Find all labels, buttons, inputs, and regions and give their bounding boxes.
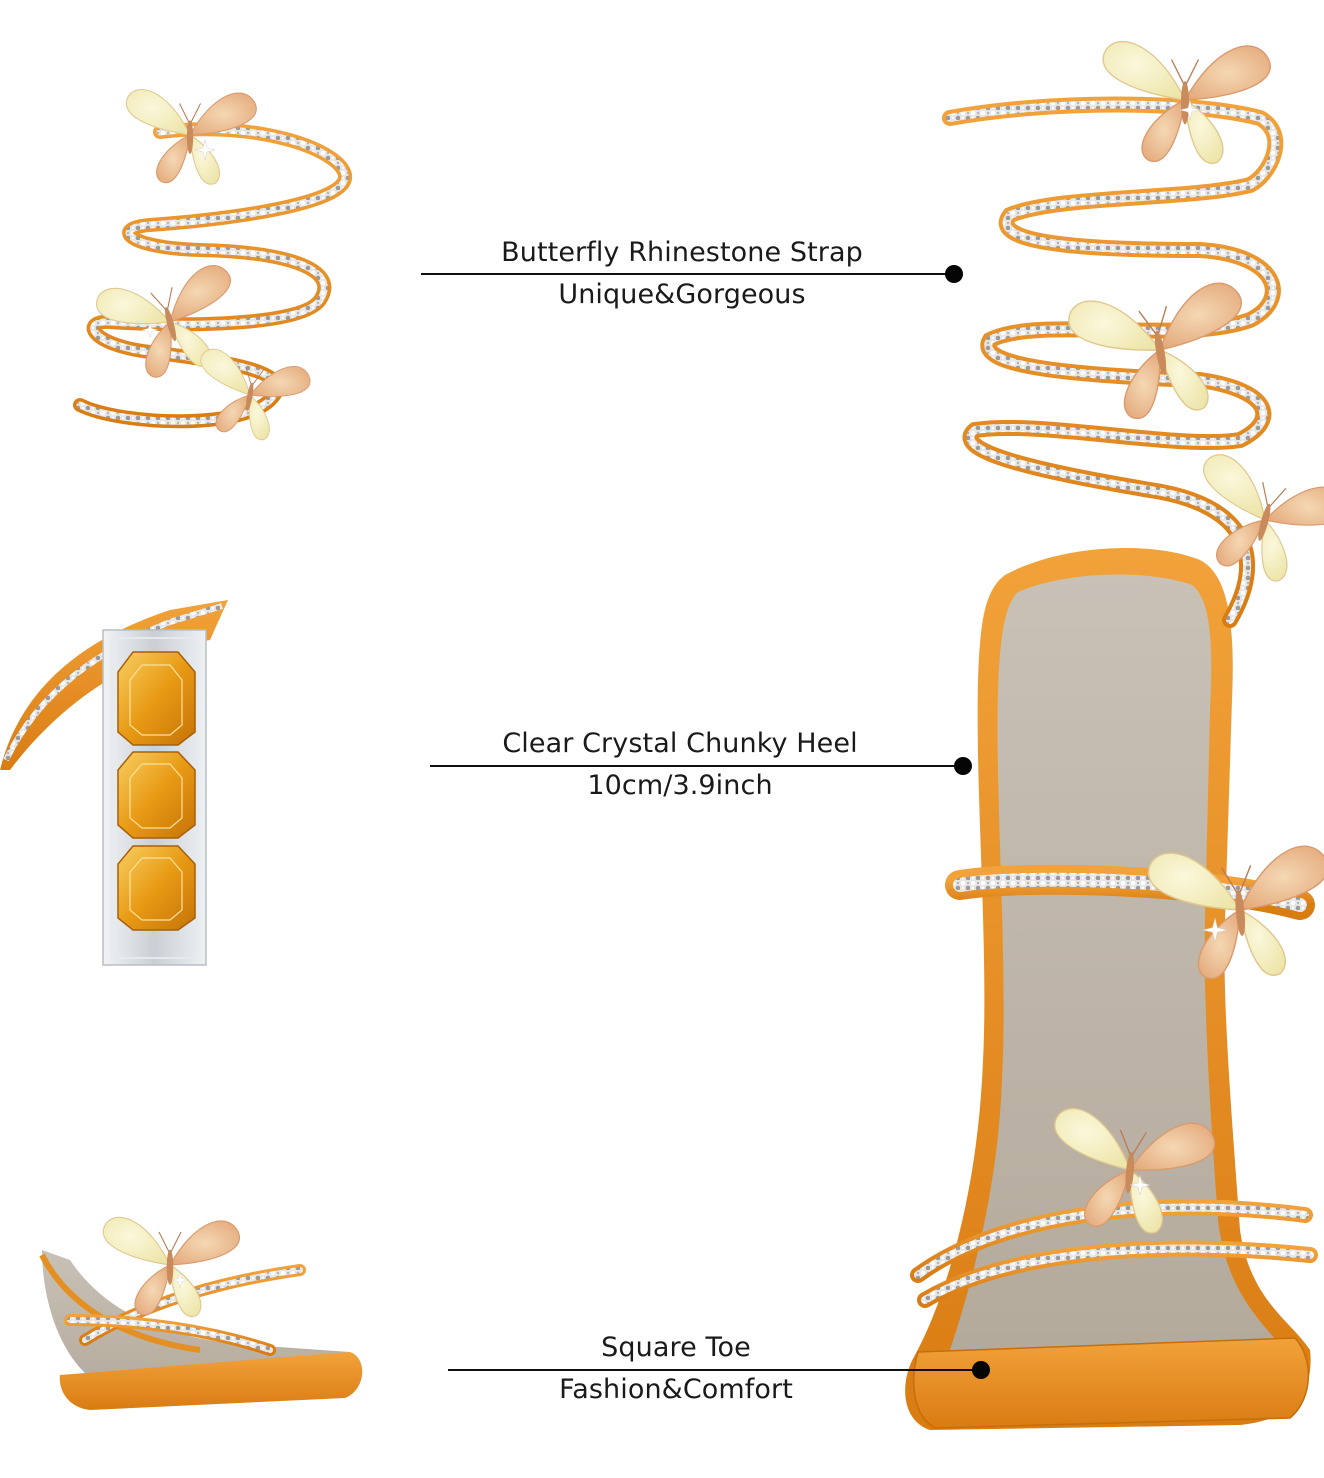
leader-dot bbox=[945, 265, 963, 283]
callout-subtitle: Fashion&Comfort bbox=[559, 1374, 793, 1405]
callout-subtitle: Unique&Gorgeous bbox=[558, 279, 806, 310]
callout-heel: Clear Crystal Chunky Heel 10cm/3.9inch bbox=[488, 727, 872, 803]
crystal-heel-inset bbox=[0, 600, 228, 966]
leader-dot bbox=[954, 757, 972, 775]
square-toe-inset bbox=[39, 1216, 363, 1410]
leader-line bbox=[448, 1369, 982, 1371]
spiral-strap-inset bbox=[73, 88, 352, 447]
callout-title: Clear Crystal Chunky Heel bbox=[502, 728, 858, 759]
sandal-main-image bbox=[905, 40, 1324, 1430]
callout-subtitle: 10cm/3.9inch bbox=[587, 770, 773, 801]
leader-dot bbox=[972, 1361, 990, 1379]
leader-line bbox=[421, 273, 955, 275]
callout-title: Butterfly Rhinestone Strap bbox=[501, 237, 863, 268]
callout-toe: Square Toe Fashion&Comfort bbox=[484, 1331, 868, 1407]
callout-title: Square Toe bbox=[601, 1332, 751, 1363]
callout-strap: Butterfly Rhinestone Strap Unique&Gorgeo… bbox=[490, 236, 874, 312]
leader-line bbox=[430, 765, 964, 767]
